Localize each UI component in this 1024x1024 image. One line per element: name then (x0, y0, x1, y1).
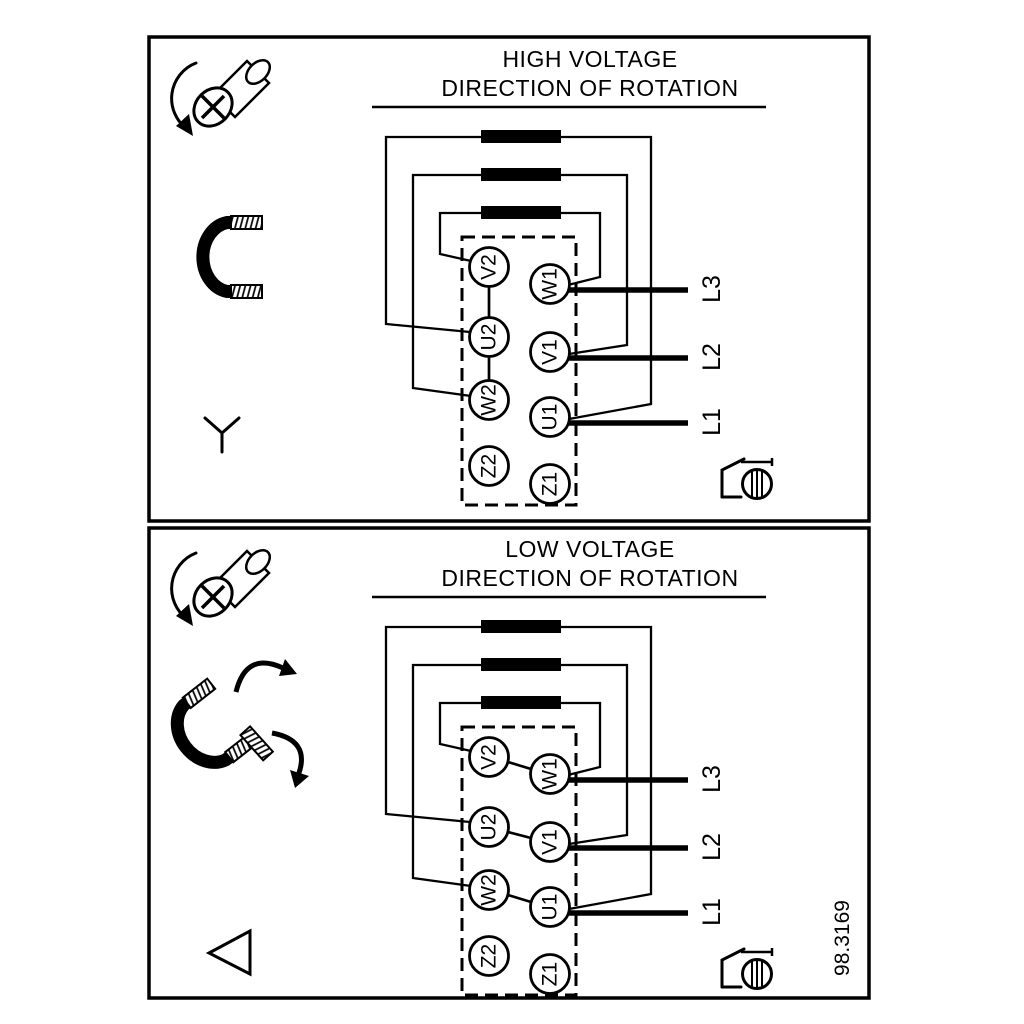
supply-line-label-l3: L3 (698, 765, 726, 793)
terminal-left-2: U2 (468, 806, 510, 848)
terminal-right-2: V1 (529, 821, 571, 863)
terminal-right-2: V1 (529, 331, 571, 373)
delta-jumper-link (507, 760, 532, 771)
panel-low-voltage: LOW VOLTAGE DIRECTION OF ROTATION V2 U2 (161, 536, 772, 995)
terminal-right-1: W1 (529, 753, 571, 795)
supply-line-label-l3: L3 (698, 275, 726, 303)
panel-title-line2: DIRECTION OF ROTATION (441, 565, 738, 591)
terminal-left-4: Z2 (468, 935, 510, 977)
terminal-label: V1 (539, 829, 562, 855)
terminal-label: V2 (478, 254, 501, 280)
terminal-label: W1 (539, 758, 562, 790)
supply-line-label-l1: L1 (698, 408, 726, 436)
delta-symbol (205, 928, 252, 977)
terminal-label: V2 (478, 744, 501, 770)
terminal-label: Z2 (478, 944, 501, 969)
terminal-label: Z1 (539, 472, 562, 497)
terminal-right-1: W1 (529, 263, 571, 305)
terminal-left-4: Z2 (468, 445, 510, 487)
terminal-right-4: Z1 (529, 463, 571, 505)
panel-artwork (172, 56, 772, 505)
terminal-label: U1 (539, 894, 562, 921)
terminal-label: W1 (539, 268, 562, 300)
jumper-link-icon (203, 216, 262, 298)
panel-title-line1: HIGH VOLTAGE (502, 46, 677, 72)
terminal-right-3: U1 (529, 396, 571, 438)
jumper-links-move-icon (161, 659, 309, 788)
bottom-panel-frame (147, 526, 871, 1000)
supply-line-label-l1: L1 (698, 898, 726, 926)
terminal-left-2: U2 (468, 316, 510, 358)
terminal-left-3: W2 (468, 869, 510, 911)
supply-line-label-l2: L2 (698, 343, 726, 371)
panel-title-line2: DIRECTION OF ROTATION (441, 75, 738, 101)
terminal-left-1: V2 (468, 246, 510, 288)
terminal-label: Z1 (539, 962, 562, 987)
top-panel-frame (147, 35, 871, 523)
delta-jumper-link (507, 893, 532, 904)
terminal-label: U2 (478, 814, 501, 841)
terminal-label: U1 (539, 404, 562, 431)
figure-reference-number: 98.3169 (831, 900, 854, 976)
terminal-label: W2 (478, 384, 501, 416)
star-symbol (203, 416, 241, 454)
terminal-left-3: W2 (468, 379, 510, 421)
delta-jumper-link (507, 830, 532, 840)
terminal-label: U2 (478, 324, 501, 351)
terminal-right-4: Z1 (529, 953, 571, 995)
panel-high-voltage: HIGH VOLTAGE DIRECTION OF ROTATION V2 U2… (172, 46, 772, 505)
supply-line-label-l2: L2 (698, 833, 726, 861)
terminal-label: Z2 (478, 454, 501, 479)
panel-artwork (172, 546, 772, 995)
terminal-label: V1 (539, 339, 562, 365)
terminal-right-3: U1 (529, 886, 571, 928)
terminal-left-1: V2 (468, 736, 510, 778)
terminal-label: W2 (478, 874, 501, 906)
panel-title-line1: LOW VOLTAGE (505, 536, 675, 562)
